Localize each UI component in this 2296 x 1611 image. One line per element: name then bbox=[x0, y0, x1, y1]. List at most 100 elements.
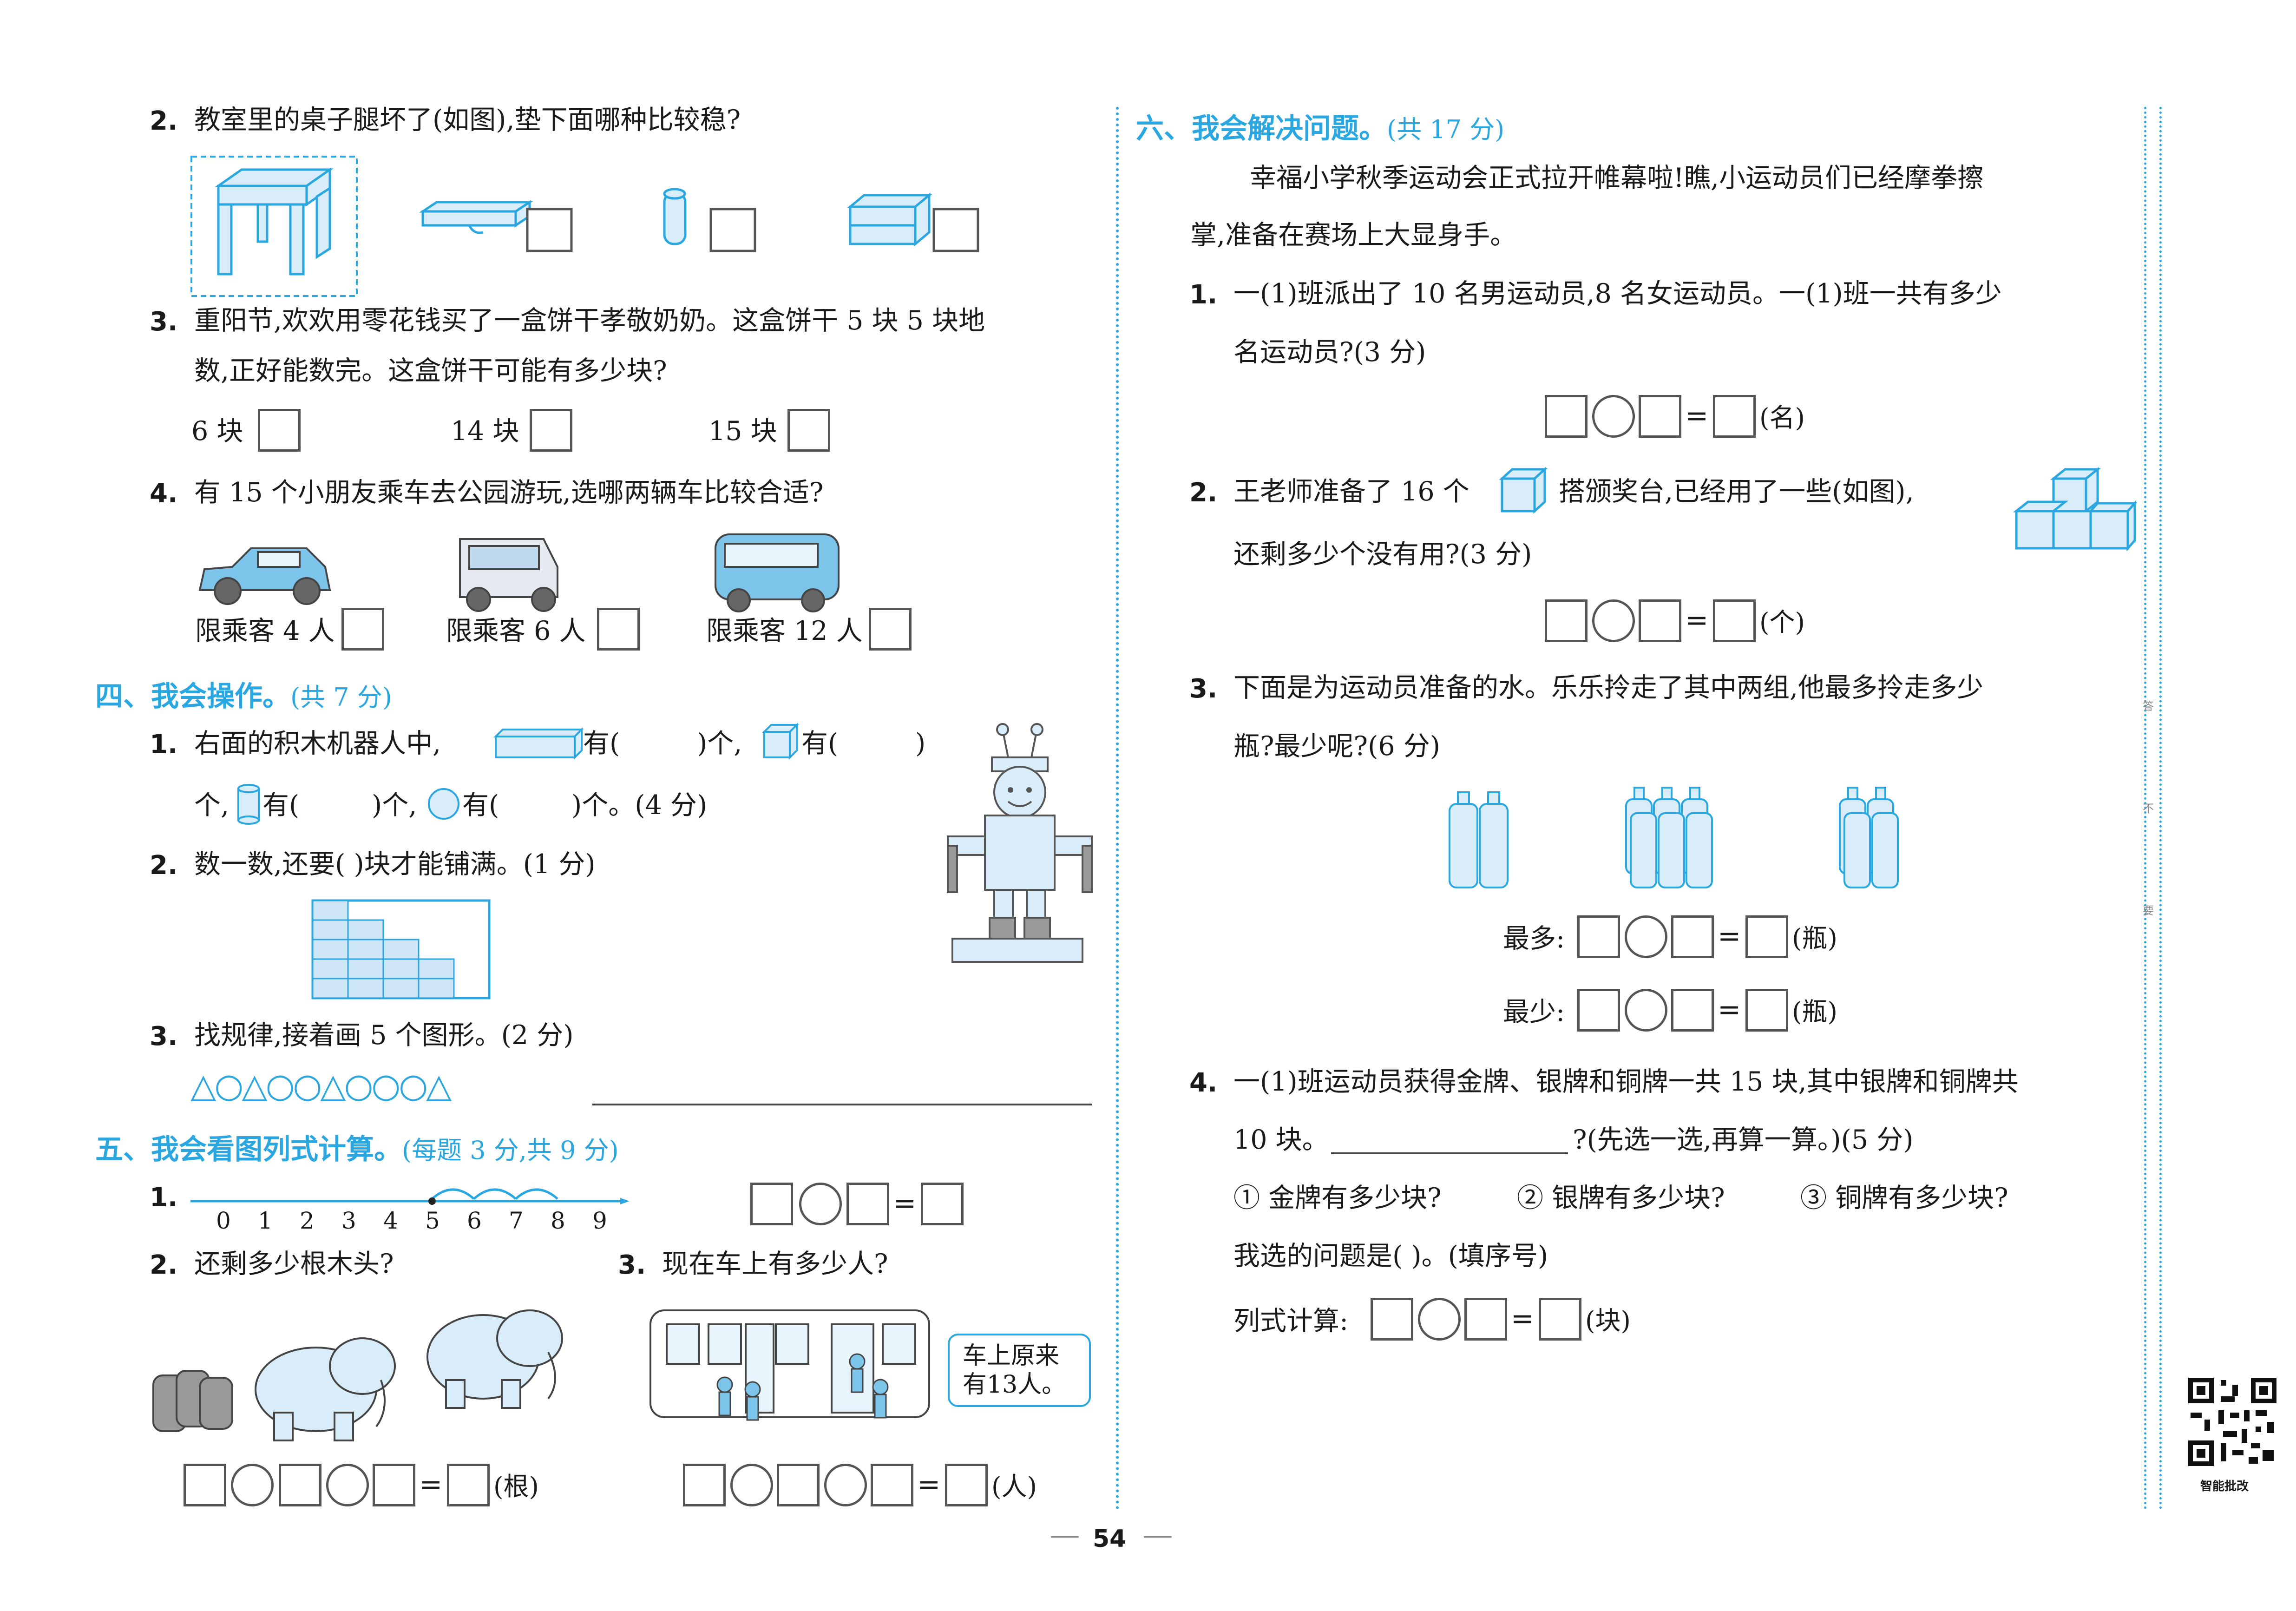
r-q1-line1: 一(1)班派出了 10 名男运动员,8 名女运动员。一(1)班一共有多少 bbox=[1233, 278, 2002, 309]
s4q1-part-a: 右面的积木机器人中, bbox=[194, 728, 441, 759]
tick-5: 5 bbox=[425, 1207, 440, 1234]
r-q4-operator-circle[interactable] bbox=[1418, 1298, 1461, 1341]
s5q2-box-1[interactable] bbox=[184, 1464, 226, 1506]
s5q2-circle-2[interactable] bbox=[326, 1464, 369, 1506]
tick-1: 1 bbox=[258, 1207, 273, 1234]
r-q4-option-1: ① 金牌有多少块? bbox=[1233, 1183, 1442, 1213]
r-q3-least-result-box[interactable] bbox=[1745, 989, 1788, 1032]
r-q3-most-circle[interactable] bbox=[1625, 915, 1667, 958]
s5q3-circle-2[interactable] bbox=[824, 1464, 867, 1506]
bottle-group-4 bbox=[1839, 787, 1899, 888]
question-answer-line[interactable] bbox=[1331, 1152, 1568, 1154]
equals-sign: = bbox=[1718, 920, 1741, 953]
section-5-points: (每题 3 分,共 9 分) bbox=[402, 1136, 619, 1165]
s4q2-number: 2. bbox=[150, 850, 178, 881]
s4q1-part-c: )个, bbox=[697, 728, 742, 759]
r-q1-result-box[interactable] bbox=[1713, 395, 1756, 438]
table-image-frame bbox=[190, 156, 358, 297]
s5q2-box-3[interactable] bbox=[373, 1464, 415, 1506]
section-6-title: 六、我会解决问题。 bbox=[1136, 112, 1387, 145]
column-divider bbox=[1116, 107, 1119, 1510]
number-line-ticks: 0 1 2 3 4 5 6 7 8 9 bbox=[186, 1166, 632, 1241]
section-4-points: (共 7 分) bbox=[290, 683, 392, 712]
s5q2-circle-1[interactable] bbox=[231, 1464, 274, 1506]
bus-icon bbox=[715, 533, 840, 612]
s5q1-box-2[interactable] bbox=[846, 1183, 889, 1225]
equals-sign: = bbox=[1511, 1302, 1535, 1335]
s5q3-number: 3. bbox=[618, 1250, 646, 1280]
s5q3-box-1[interactable] bbox=[683, 1464, 726, 1506]
q4-option-2: 限乘客 6 人 bbox=[446, 616, 586, 646]
bottle-group-6 bbox=[1625, 787, 1713, 888]
s5q3-text: 现在车上有多少人? bbox=[662, 1249, 888, 1279]
section-4-heading: 四、我会操作。(共 7 分) bbox=[95, 674, 392, 714]
r-q4-result-box[interactable] bbox=[1539, 1298, 1581, 1341]
equals-sign: = bbox=[917, 1468, 941, 1501]
s5q2-box-2[interactable] bbox=[279, 1464, 321, 1506]
children-icons bbox=[716, 1353, 889, 1421]
r-q3-least-circle[interactable] bbox=[1625, 989, 1667, 1032]
flat-board-icon bbox=[419, 200, 534, 234]
cylinder-icon bbox=[237, 784, 260, 825]
r-q4-line2a: 10 块。 bbox=[1233, 1124, 1329, 1155]
r-q3-least-box-2[interactable] bbox=[1671, 989, 1714, 1032]
s4q3-number: 3. bbox=[150, 1021, 178, 1052]
q4-number: 4. bbox=[150, 479, 178, 509]
s5q3-box-2[interactable] bbox=[777, 1464, 820, 1506]
r-q2-box-2[interactable] bbox=[1639, 599, 1681, 642]
r-q1-box-2[interactable] bbox=[1639, 395, 1681, 438]
bubble-line-2: 有13人。 bbox=[963, 1371, 1066, 1399]
r-q3-most-box-1[interactable] bbox=[1577, 915, 1620, 958]
q3-answer-box-1[interactable] bbox=[258, 409, 301, 452]
r-q2-box-1[interactable] bbox=[1545, 599, 1588, 642]
s5q1-box-1[interactable] bbox=[750, 1183, 793, 1225]
q3-option-2: 14 块 bbox=[451, 416, 519, 447]
tick-8: 8 bbox=[551, 1207, 565, 1234]
r-q1-operator-circle[interactable] bbox=[1592, 395, 1635, 438]
s4q1-part-e: ) bbox=[915, 728, 926, 759]
q4-answer-box-3[interactable] bbox=[869, 608, 912, 651]
page-number: 54 bbox=[1093, 1525, 1127, 1553]
s5q2-result-box[interactable] bbox=[447, 1464, 490, 1506]
s4q1-part-f: 个, bbox=[194, 790, 230, 821]
s5q3-circle-1[interactable] bbox=[730, 1464, 773, 1506]
q4-answer-box-2[interactable] bbox=[597, 608, 640, 651]
qr-code-icon[interactable] bbox=[2186, 1375, 2279, 1468]
s5q2-number: 2. bbox=[150, 1250, 178, 1280]
q4-text: 有 15 个小朋友乘车去公园游玩,选哪两辆车比较合适? bbox=[194, 477, 824, 508]
r-q1-box-1[interactable] bbox=[1545, 395, 1588, 438]
r-q3-least-box-1[interactable] bbox=[1577, 989, 1620, 1032]
margin-line-1 bbox=[2144, 107, 2146, 1510]
r-q3-most-box-2[interactable] bbox=[1671, 915, 1714, 958]
s5q3-box-3[interactable] bbox=[871, 1464, 913, 1506]
log-pile-icon bbox=[152, 1370, 233, 1432]
cube-icon bbox=[762, 723, 799, 760]
pattern-answer-line[interactable] bbox=[592, 1104, 1092, 1105]
s5q1-number: 1. bbox=[150, 1183, 178, 1213]
r-q2-unit: (个) bbox=[1759, 607, 1805, 637]
q3-answer-box-3[interactable] bbox=[787, 409, 830, 452]
r-q2-result-box[interactable] bbox=[1713, 599, 1756, 642]
s5q3-result-box[interactable] bbox=[945, 1464, 988, 1506]
r-q3-most-unit: (瓶) bbox=[1792, 923, 1837, 953]
tick-7: 7 bbox=[509, 1207, 524, 1234]
r-q4-number: 4. bbox=[1189, 1068, 1218, 1098]
q3-answer-box-2[interactable] bbox=[530, 409, 572, 452]
r-q3-line2: 瓶?最少呢?(6 分) bbox=[1233, 731, 1440, 762]
r-q2-operator-circle[interactable] bbox=[1592, 599, 1635, 642]
tick-4: 4 bbox=[383, 1207, 398, 1234]
q3-line2: 数,正好能数完。这盒饼干可能有多少块? bbox=[194, 355, 667, 386]
intro-line-1: 幸福小学秋季运动会正式拉开帷幕啦!瞧,小运动员们已经摩拳擦 bbox=[1250, 163, 1984, 193]
s5q1-result-box[interactable] bbox=[921, 1183, 964, 1225]
r-q4-box-1[interactable] bbox=[1371, 1298, 1413, 1341]
r-q3-most-result-box[interactable] bbox=[1745, 915, 1788, 958]
water-bottles-image bbox=[1449, 787, 1899, 888]
q3-number: 3. bbox=[150, 307, 178, 337]
r-q3-number: 3. bbox=[1189, 674, 1218, 704]
s5q1-operator-circle[interactable] bbox=[799, 1183, 842, 1225]
r-q4-line1: 一(1)班运动员获得金牌、银牌和铜牌一共 15 块,其中银牌和铜牌共 bbox=[1233, 1066, 2019, 1097]
r-q4-box-2[interactable] bbox=[1464, 1298, 1507, 1341]
r-q2-part-b: 搭颁奖台,已经用了一些(如图), bbox=[1559, 476, 1914, 507]
q4-answer-box-1[interactable] bbox=[341, 608, 384, 651]
s4q1-part-h: )个, bbox=[372, 790, 417, 821]
